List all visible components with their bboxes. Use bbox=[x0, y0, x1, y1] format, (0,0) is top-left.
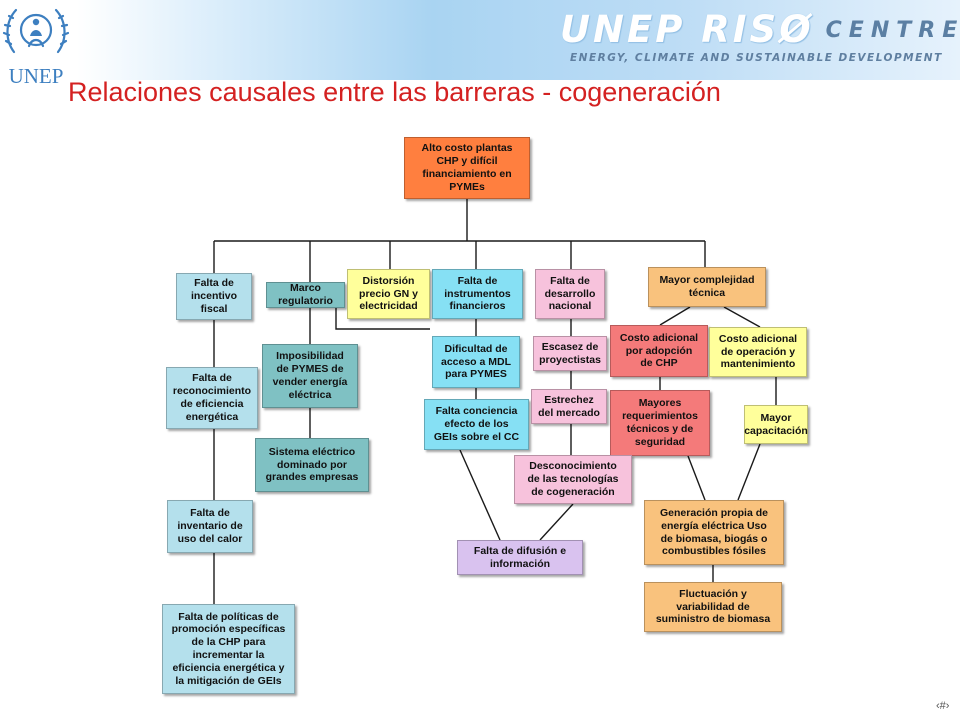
node-inventario-calor: Falta de inventario de uso del calor bbox=[167, 500, 253, 553]
riso-tagline: ENERGY, CLIMATE AND SUSTAINABLE DEVELOPM… bbox=[570, 52, 943, 64]
slide-number: ‹#› bbox=[936, 700, 950, 712]
node-complejidad-tecnica: Mayor complejidad técnica bbox=[648, 267, 766, 307]
unep-logo-text: UNEP bbox=[8, 64, 64, 88]
node-imposibilidad-pymes: Imposibilidad de PYMES de vender energía… bbox=[262, 344, 358, 408]
unep-logo: UNEP bbox=[2, 2, 70, 88]
connector-line bbox=[659, 306, 691, 326]
node-incentivo-fiscal: Falta de incentivo fiscal bbox=[176, 273, 252, 320]
node-costo-adopcion: Costo adicional por adopción de CHP bbox=[610, 325, 708, 377]
node-instrumentos-financieros: Falta de instrumentos financieros bbox=[432, 269, 523, 319]
node-alto-costo: Alto costo plantas CHP y difícil financi… bbox=[404, 137, 530, 199]
unep-riso-logo: UNEP RISØ CENTRE ENERGY, CLIMATE AND SUST… bbox=[560, 8, 957, 68]
connector-line bbox=[737, 443, 761, 501]
node-costo-operacion: Costo adicional de operación y mantenimi… bbox=[709, 327, 807, 377]
connector-line bbox=[335, 308, 430, 330]
node-conciencia-geis: Falta conciencia efecto de los GEIs sobr… bbox=[424, 399, 529, 450]
node-marco-regulatorio: Marco regulatorio bbox=[266, 282, 345, 308]
node-sistema-electrico: Sistema eléctrico dominado por grandes e… bbox=[255, 438, 369, 492]
node-reconocimiento-eficiencia: Falta de reconocimiento de eficiencia en… bbox=[166, 367, 258, 429]
node-politicas-promocion: Falta de políticas de promoción específi… bbox=[162, 604, 295, 694]
node-escasez-proyectistas: Escasez de proyectistas bbox=[533, 336, 607, 371]
node-distorsion-precio: Distorsión precio GN y electricidad bbox=[347, 269, 430, 319]
node-requerimientos-tecnicos: Mayores requerimientos técnicos y de seg… bbox=[610, 390, 710, 456]
node-difusion-informacion: Falta de difusión e información bbox=[457, 540, 583, 575]
page-title: Relaciones causales entre las barreras -… bbox=[68, 77, 721, 107]
node-dificultad-mdl: Dificultad de acceso a MDL para PYMES bbox=[432, 336, 520, 388]
header-banner bbox=[0, 0, 960, 80]
node-fluctuacion-biomasa: Fluctuación y variabilidad de suministro… bbox=[644, 582, 782, 632]
connector-line bbox=[459, 449, 501, 541]
connector-line bbox=[723, 306, 761, 328]
node-mayor-capacitacion: Mayor capacitación bbox=[744, 405, 808, 444]
riso-brand-text: UNEP RISØ bbox=[560, 8, 814, 51]
un-emblem-icon bbox=[2, 8, 70, 54]
connector-line bbox=[539, 503, 574, 541]
connector-line bbox=[687, 455, 706, 501]
node-estrechez-mercado: Estrechez del mercado bbox=[531, 389, 607, 424]
node-desarrollo-nacional: Falta de desarrollo nacional bbox=[535, 269, 605, 319]
node-desconocimiento-tecnologias: Desconocimiento de las tecnologías de co… bbox=[514, 455, 632, 504]
riso-centre-text: CENTRE bbox=[825, 18, 960, 43]
node-generacion-propia: Generación propia de energía eléctrica U… bbox=[644, 500, 784, 565]
